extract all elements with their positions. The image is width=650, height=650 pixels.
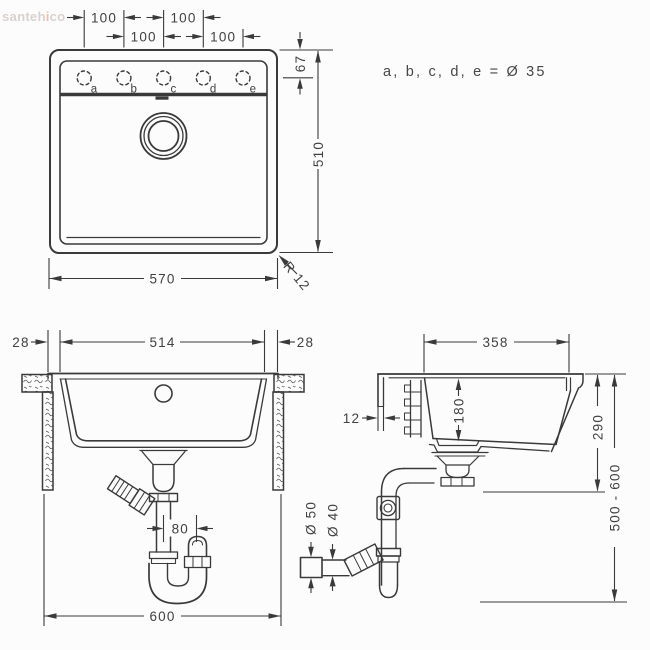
dim-12: 12 bbox=[343, 411, 360, 426]
standpipe-end bbox=[378, 584, 399, 599]
dim-floor-distance: 500 - 600 bbox=[480, 374, 627, 603]
dim-outlet-d50: Ø 50 bbox=[303, 501, 318, 593]
dishwasher-spur bbox=[106, 475, 156, 516]
dim-rim-row: 28 514 28 bbox=[12, 330, 314, 372]
top-plan-view: a b c d e 100 100 100 100 bbox=[48, 10, 333, 294]
dim-510: 510 bbox=[311, 141, 326, 167]
hole-d bbox=[195, 70, 212, 86]
dim-d50: Ø 50 bbox=[303, 501, 318, 535]
worktop-right bbox=[273, 373, 305, 393]
hole-b bbox=[116, 70, 132, 86]
trap-outlet-stub bbox=[187, 535, 208, 558]
side-section-view: 358 12 180 290 500 - 600 bbox=[299, 334, 627, 603]
dim-d40: Ø 40 bbox=[325, 503, 340, 537]
hole-diameter-note: a, b, c, d, e = Ø 35 bbox=[383, 64, 547, 80]
dim-100-de: 100 bbox=[210, 29, 236, 44]
dim-outlet-d40: Ø 40 bbox=[325, 503, 340, 591]
dim-bowl-depth-180: 180 bbox=[451, 378, 466, 442]
dim-cabinet-600: 600 bbox=[43, 494, 282, 626]
hole-e bbox=[235, 70, 251, 86]
outlet-flange bbox=[299, 556, 323, 579]
drain-circles bbox=[139, 112, 188, 160]
hole-label-a: a bbox=[91, 84, 98, 96]
dim-outlet-height-290: 290 bbox=[483, 373, 626, 493]
bowl-inner bbox=[64, 378, 263, 442]
dim-180: 180 bbox=[451, 397, 466, 423]
watermark: santehico bbox=[2, 9, 65, 24]
hole-label-b: b bbox=[130, 84, 136, 96]
dim-r12: R 12 bbox=[280, 259, 313, 294]
hole-label-d: d bbox=[210, 84, 216, 96]
dim-inner-depth-358: 358 bbox=[423, 334, 570, 373]
dim-corner-radius: R 12 bbox=[278, 255, 313, 294]
dim-28-left: 28 bbox=[12, 335, 29, 350]
mounting-clip bbox=[404, 379, 422, 438]
dim-600: 600 bbox=[149, 609, 175, 624]
angle-coupling bbox=[343, 543, 384, 577]
dim-500-600: 500 - 600 bbox=[607, 464, 622, 532]
dim-front-rim-12: 12 bbox=[343, 406, 400, 431]
overflow-knob bbox=[154, 384, 173, 403]
dim-100-ab: 100 bbox=[91, 10, 117, 25]
front-trap-assembly bbox=[106, 449, 212, 605]
front-section-view: 80 28 514 28 600 bbox=[12, 330, 314, 626]
dim-hole-spacing-row1: 100 100 bbox=[67, 10, 244, 48]
dim-trap-offset-80: 80 bbox=[147, 515, 213, 542]
dim-width-570: 570 bbox=[48, 258, 279, 289]
hole-a bbox=[76, 70, 92, 86]
dim-hole-spacing-row2: 100 100 bbox=[106, 29, 261, 44]
dim-570: 570 bbox=[149, 271, 175, 286]
dim-67: 67 bbox=[293, 55, 308, 72]
hole-label-e: e bbox=[250, 84, 256, 96]
dim-28-right: 28 bbox=[297, 335, 314, 350]
bowl-outer bbox=[59, 378, 268, 448]
faucet-holes: a b c d e bbox=[76, 70, 256, 96]
dim-290: 290 bbox=[590, 414, 605, 440]
dim-100-bc: 100 bbox=[131, 29, 157, 44]
hole-label-c: c bbox=[171, 84, 177, 96]
overflow-slot bbox=[155, 96, 169, 100]
cabinet-panel-right bbox=[272, 391, 285, 491]
dim-hole-offset-67: 67 bbox=[279, 32, 333, 95]
cabinet-panel-left bbox=[41, 391, 54, 491]
dim-depth-510: 510 bbox=[279, 50, 333, 254]
dim-514: 514 bbox=[149, 335, 175, 350]
dim-358: 358 bbox=[482, 335, 508, 350]
pipe-boss-fitting bbox=[376, 495, 401, 521]
hole-c bbox=[155, 70, 172, 86]
worktop-left bbox=[21, 373, 53, 393]
dim-80: 80 bbox=[172, 521, 189, 536]
dim-100-cd: 100 bbox=[170, 10, 196, 25]
side-trap-assembly bbox=[299, 451, 489, 599]
